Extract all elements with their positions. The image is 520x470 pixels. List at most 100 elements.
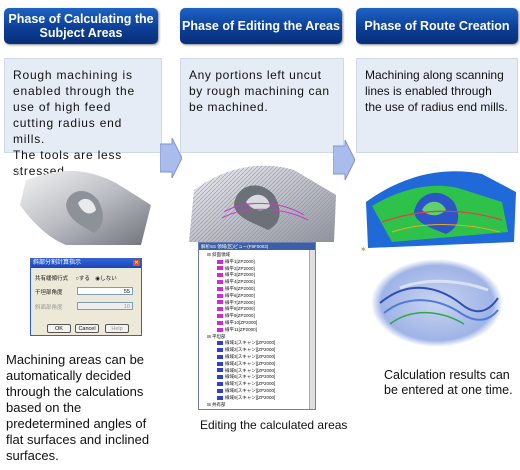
description-line: Any portions left uncut by rough machini… (189, 68, 330, 114)
column-route: Phase of Route Creation Machining along … (356, 0, 520, 470)
item-icon (217, 354, 223, 359)
tree-item-label: 線域9[スキャン][ZP2000] (225, 394, 276, 400)
toolpath-render (366, 171, 516, 248)
phase-description-route: Machining along scanning lines is enable… (356, 58, 518, 153)
tree-item[interactable]: 線平9[ZP2000] (217, 313, 255, 319)
arrow-right-icon (160, 138, 182, 178)
tree-item[interactable]: 線平4[ZP2000] (217, 279, 255, 285)
slope-angle-field[interactable]: 10 (77, 302, 133, 310)
tree-group[interactable]: ⊟ 平坦部 (207, 334, 226, 340)
tree-item[interactable]: 線平3[ZP2000] (217, 272, 255, 278)
tree-title: 解析SS 領域(区)ビュー(F8F0003) (199, 243, 315, 250)
tree-item[interactable]: 線域5[スキャン][ZP2000] (217, 368, 275, 374)
expand-icon: ⊟ (207, 333, 213, 339)
phase-description-editing: Any portions left uncut by rough machini… (180, 58, 344, 153)
tree-group[interactable]: ⊟ 共有部 (207, 402, 226, 408)
item-icon (217, 293, 223, 298)
tree-item-label: 線平6[ZP2000] (225, 292, 255, 298)
tree-item[interactable]: 線域3[スキャン][ZP2000] (217, 354, 275, 360)
item-icon (217, 327, 223, 332)
tree-item-label: 線平2[ZP2000] (225, 265, 255, 271)
toolpath-closeup-render (371, 259, 503, 347)
tree-item-label: 線域3[スキャン][ZP2000] (225, 354, 276, 359)
tree-item[interactable]: 線域9[スキャン][ZP2000] (217, 395, 275, 401)
tree-group[interactable]: ⊟ 斜面領域 (207, 252, 230, 258)
caption-route: Calculation results can be entered at on… (384, 368, 513, 397)
expand-icon: ⊟ (207, 252, 213, 257)
arrow-right-icon (333, 140, 355, 180)
description-line: Rough machining is enabled through the u… (13, 68, 135, 146)
radio-no[interactable]: ◉しない (95, 276, 117, 282)
item-icon (217, 286, 223, 291)
caption-editing: Editing the calculated areas (200, 418, 348, 432)
phase-header-editing: Phase of Editing the Areas (180, 8, 342, 44)
tree-item[interactable]: 線域4[スキャン][ZP2000] (217, 361, 275, 367)
area-tree-panel: 解析SS 領域(区)ビュー(F8F0003) ⊟ 斜面領域線平1[ZP2000]… (198, 242, 316, 410)
tree-item[interactable]: 線平2[ZP2000] (217, 266, 255, 272)
flat-angle-field[interactable]: 55 (77, 287, 133, 295)
tree-item-label: 線域1[スキャン][ZP2000] (225, 340, 276, 346)
tree-item-label: 線平10[ZP2000] (225, 320, 258, 325)
tree-item[interactable]: 線平1[ZP2000] (217, 259, 255, 265)
phase-header-calculating: Phase of Calculating the Subject Areas (4, 8, 158, 44)
tree-item[interactable]: 線域1[スキャン][ZP2000] (217, 340, 275, 346)
item-icon (217, 361, 223, 366)
radio-yes[interactable]: ○する (75, 276, 90, 282)
ok-button[interactable]: OK (47, 324, 71, 333)
tree-item-label: 線平8[ZP2000] (225, 306, 255, 312)
description-line: Machining along scanning lines is enable… (365, 68, 508, 114)
tree-item[interactable]: 線域7[スキャン][ZP2000] (217, 381, 275, 387)
tree-item[interactable]: 線域6[スキャン][ZP2000] (217, 374, 275, 380)
split-calc-dialog: 斜部分割計算指示 ✕ 共有緩傾行式 ○する ◉しない 干坦部角度 55 斜面部角… (30, 258, 142, 336)
tree-item-label: 線平5[ZP2000] (225, 286, 255, 291)
axis-label: ✶ (360, 245, 367, 254)
item-icon (217, 314, 223, 318)
tree-item-label: 線平3[ZP2000] (225, 272, 255, 278)
caption-calculating: Machining areas can be automatically dec… (6, 352, 150, 463)
tree-item[interactable]: 線平11[ZP2000] (217, 327, 257, 333)
radio-no-label: しない (100, 276, 117, 282)
tree-item[interactable]: 線域8[スキャン][ZP2000] (217, 388, 275, 394)
item-icon (217, 388, 223, 393)
item-icon (217, 307, 223, 312)
item-icon (217, 273, 223, 278)
radio-yes-label: する (78, 276, 90, 282)
help-button[interactable]: Help (105, 324, 129, 333)
dialog-row1: 共有緩傾行式 ○する ◉しない (35, 274, 117, 282)
tree-item[interactable]: 線平8[ZP2000] (217, 306, 255, 312)
item-icon (217, 320, 223, 325)
close-icon[interactable]: ✕ (133, 260, 140, 266)
row3-label: 斜面部角度 (35, 305, 63, 311)
tree-item[interactable]: 線域2[スキャン][ZP2000] (217, 347, 275, 353)
tree-item-label: 線域8[スキャン][ZP2000] (225, 388, 276, 393)
phase-description-calculating: Rough machining is enabled through the u… (4, 58, 162, 178)
part-render-gray (20, 170, 151, 245)
item-icon (217, 259, 223, 264)
item-icon (217, 375, 223, 380)
item-icon (217, 300, 223, 305)
tree-item-label: 線平7[ZP2000] (225, 299, 255, 305)
item-icon (217, 368, 223, 373)
expand-icon: ⊟ (207, 401, 213, 407)
tree-item-label: 線平11[ZP2000] (225, 326, 257, 332)
tree-item[interactable]: 線平7[ZP2000] (217, 300, 255, 306)
tree-item[interactable]: 線平5[ZP2000] (217, 286, 255, 292)
item-icon (217, 266, 223, 271)
tree-item-label: 線域5[スキャン][ZP2000] (225, 367, 276, 373)
cancel-button[interactable]: Cancel (75, 324, 99, 333)
tree-item-label: 線域2[スキャン][ZP2000] (225, 347, 276, 353)
phase-header-route: Phase of Route Creation (356, 8, 518, 44)
tree-item-label: 斜面領域 (212, 252, 231, 257)
item-icon (217, 382, 223, 386)
column-editing: Phase of Editing the Areas Any portions … (180, 0, 346, 470)
tree-item-label: 線平4[ZP2000] (225, 279, 255, 285)
tree-item[interactable]: 線平10[ZP2000] (217, 320, 257, 326)
dialog-titlebar: 斜部分割計算指示 ✕ (31, 259, 141, 268)
dialog-title: 斜部分割計算指示 (33, 260, 82, 266)
tree-item[interactable]: 線平6[ZP2000] (217, 293, 255, 299)
tree-scrollbar[interactable] (309, 250, 315, 409)
tree-item-label: 平坦部 (212, 333, 226, 339)
item-icon (217, 348, 223, 352)
tree-item-label: 線平9[ZP2000] (225, 313, 255, 319)
item-icon (217, 395, 223, 400)
